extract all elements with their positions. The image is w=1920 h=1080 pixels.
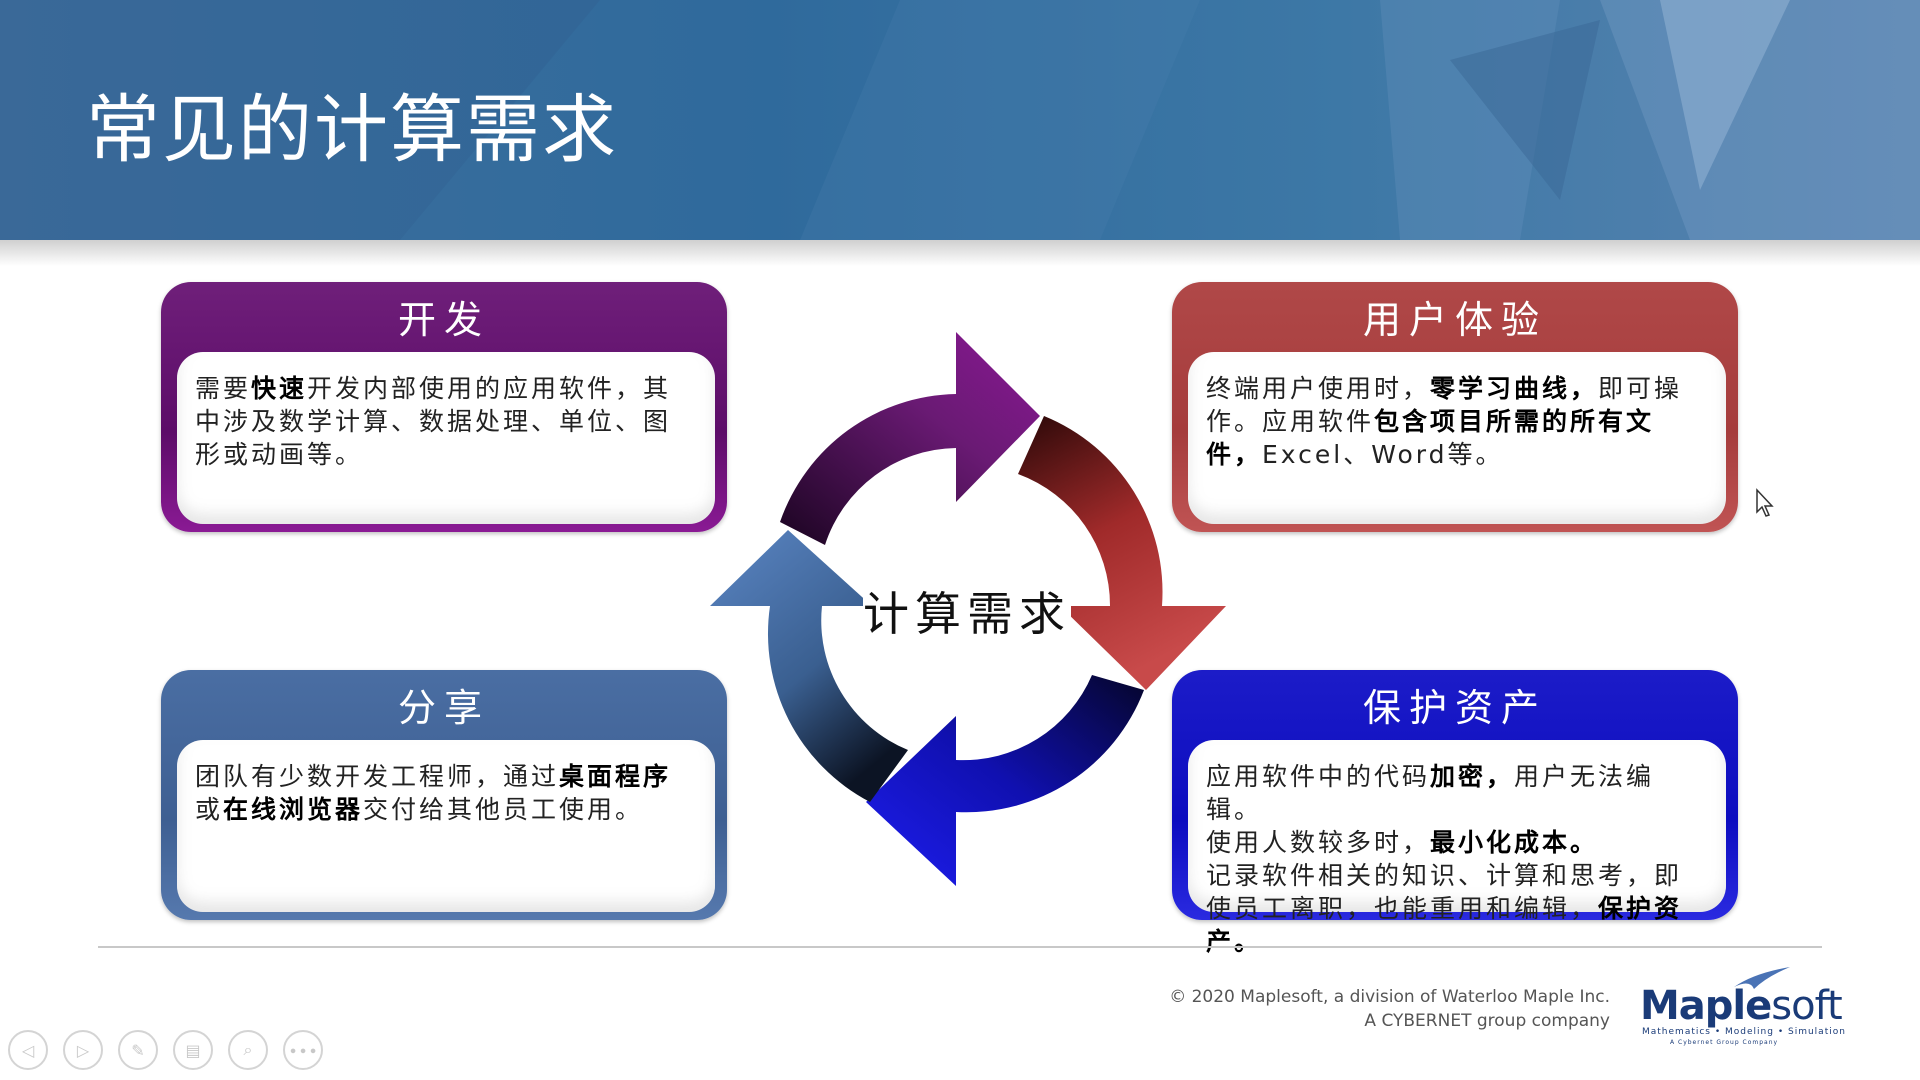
body-text: 用户无法编辑。 xyxy=(1206,762,1655,824)
maple-leaf-swoosh-icon xyxy=(1734,967,1790,989)
logo-soft-text: soft xyxy=(1771,983,1842,1029)
card-development: 开发 需要快速开发内部使用的应用软件，其中涉及数学计算、数据处理、单位、图形或动… xyxy=(161,282,727,532)
body-text: 记录软件相关的知识、计算和思考，即使员工离职，也能重用和编辑， xyxy=(1206,861,1683,923)
body-text: 团队有少数开发工程师，通过 xyxy=(195,762,560,791)
emphasized-text: 桌面程序 xyxy=(559,762,672,791)
body-text: 使用人数较多时， xyxy=(1206,828,1431,857)
body-text: 需要 xyxy=(195,374,252,403)
pen-icon[interactable]: ✎ xyxy=(118,1030,158,1070)
prev-slide-icon[interactable]: ◁ xyxy=(8,1030,48,1070)
arrow-user-experience xyxy=(1018,416,1226,690)
body-text: 即可操作。应用软件 xyxy=(1206,374,1683,436)
copyright-notice: © 2020 Maplesoft, a division of Waterloo… xyxy=(1169,985,1610,1033)
slide-title: 常见的计算需求 xyxy=(86,87,618,173)
logo-tagline-secondary: A Cybernet Group Company xyxy=(1670,1039,1779,1046)
maplesoft-logo: Maplesoft Mathematics • Modeling • Simul… xyxy=(1640,965,1845,1046)
emphasized-text: 包含项目所需的所有文件， xyxy=(1206,407,1655,469)
card-user-experience-title: 用户体验 xyxy=(1362,298,1547,342)
body-text: 开发内部使用的应用软件，其中涉及数学计算、数据处理、单位、图形或动画等。 xyxy=(195,374,672,469)
card-development-title: 开发 xyxy=(397,298,490,342)
emphasized-text: 保护资产。 xyxy=(1206,894,1683,956)
card-protect-assets-body: 应用软件中的代码加密，用户无法编辑。使用人数较多时，最小化成本。记录软件相关的知… xyxy=(1188,740,1726,956)
emphasized-text: 零学习曲线， xyxy=(1430,374,1599,403)
body-text: 交付给其他员工使用。 xyxy=(363,795,644,824)
card-protect-assets: 保护资产 应用软件中的代码加密，用户无法编辑。使用人数较多时，最小化成本。记录软… xyxy=(1172,670,1738,956)
copyright-line-2: A CYBERNET group company xyxy=(1364,1011,1610,1031)
slides-grid-icon[interactable]: ▤ xyxy=(173,1030,213,1070)
footer-divider xyxy=(98,946,1822,948)
emphasized-text: 在线浏览器 xyxy=(223,795,364,824)
body-text: 终端用户使用时， xyxy=(1206,374,1431,403)
card-protect-assets-title: 保护资产 xyxy=(1362,686,1547,730)
body-text: 或 xyxy=(195,795,224,824)
presentation-controls: ◁ ▷ ✎ ▤ ⌕ ∙∙∙ xyxy=(8,1030,323,1074)
emphasized-text: 快速 xyxy=(251,374,308,403)
card-sharing: 分享 团队有少数开发工程师，通过桌面程序或在线浏览器交付给其他员工使用。 xyxy=(161,670,727,920)
zoom-icon[interactable]: ⌕ xyxy=(228,1030,268,1070)
arrow-development xyxy=(780,332,1040,545)
arrow-protect-assets xyxy=(866,675,1144,886)
title-banner: 常见的计算需求 xyxy=(0,0,1920,240)
cycle-center-label: 计算需求 xyxy=(863,578,1071,644)
banner-decoration xyxy=(0,0,1920,240)
card-user-experience: 用户体验 终端用户使用时，零学习曲线，即可操作。应用软件包含项目所需的所有文件，… xyxy=(1172,282,1738,532)
emphasized-text: 加密， xyxy=(1430,762,1515,791)
emphasized-text: 最小化成本。 xyxy=(1430,828,1599,857)
banner-shadow xyxy=(0,240,1920,266)
mouse-cursor-icon xyxy=(1756,488,1774,517)
cycle-diagram xyxy=(710,332,1226,886)
card-sharing-body: 团队有少数开发工程师，通过桌面程序或在线浏览器交付给其他员工使用。 xyxy=(177,740,715,912)
card-development-body: 需要快速开发内部使用的应用软件，其中涉及数学计算、数据处理、单位、图形或动画等。 xyxy=(177,352,715,524)
body-text: 应用软件中的代码 xyxy=(1206,762,1431,791)
copyright-line-1: © 2020 Maplesoft, a division of Waterloo… xyxy=(1169,987,1610,1007)
card-sharing-title: 分享 xyxy=(397,686,490,730)
arrow-sharing xyxy=(710,530,908,802)
logo-tagline: Mathematics • Modeling • Simulation xyxy=(1642,1027,1846,1037)
more-options-icon[interactable]: ∙∙∙ xyxy=(283,1030,323,1070)
logo-maple-text: Maple xyxy=(1640,983,1772,1029)
body-text: Excel、Word等。 xyxy=(1262,440,1504,469)
card-user-experience-body: 终端用户使用时，零学习曲线，即可操作。应用软件包含项目所需的所有文件，Excel… xyxy=(1188,352,1726,524)
next-slide-icon[interactable]: ▷ xyxy=(63,1030,103,1070)
